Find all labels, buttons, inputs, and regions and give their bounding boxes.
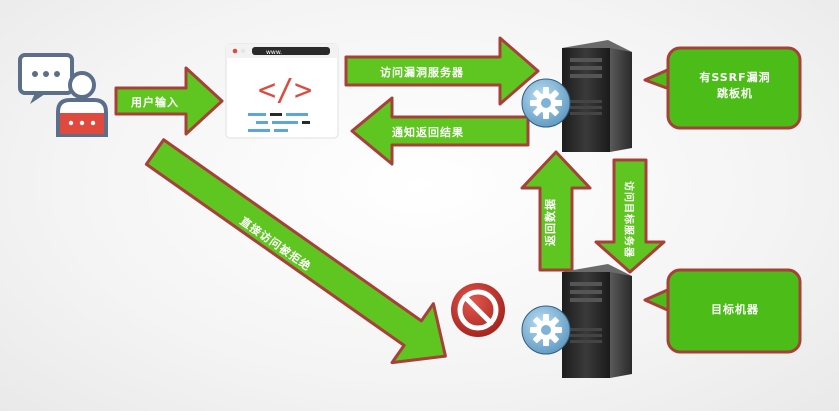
user-chat-icon [18, 53, 108, 137]
springboard-server-icon [562, 40, 632, 152]
callout-ssrf-springboard [643, 46, 802, 130]
callout-ssrf-text: 有SSRF漏洞 跳板机 [676, 70, 794, 102]
browser-code-window: www. </> [225, 43, 339, 139]
label-notify-result: 通知返回结果 [392, 126, 464, 139]
label-visit-target-server: 访问目标服务器 [622, 181, 634, 258]
target-server-icon [562, 264, 632, 378]
arrow-return-data [520, 150, 592, 272]
forbidden-icon [451, 283, 505, 337]
label-visit-vuln-server: 访问漏洞服务器 [380, 66, 464, 79]
label-return-data: 返回数据 [544, 198, 557, 246]
arrow-notify-result [350, 96, 530, 166]
springboard-gear-icon [521, 78, 571, 128]
arrow-visit-vuln-server [344, 36, 540, 106]
callout-target-text: 目标机器 [711, 303, 759, 316]
browser-address: www. [266, 49, 282, 56]
callout-target-machine [643, 268, 802, 354]
arrow-direct-access-denied [144, 138, 447, 365]
callout-ssrf-line2: 跳板机 [717, 87, 753, 100]
arrow-user-input [114, 66, 224, 136]
arrow-visit-target-server [594, 158, 666, 274]
target-gear-icon [521, 305, 571, 355]
callout-ssrf-line1: 有SSRF漏洞 [699, 71, 771, 84]
code-tag-icon: </> [258, 73, 312, 108]
label-user-input: 用户输入 [131, 96, 179, 109]
